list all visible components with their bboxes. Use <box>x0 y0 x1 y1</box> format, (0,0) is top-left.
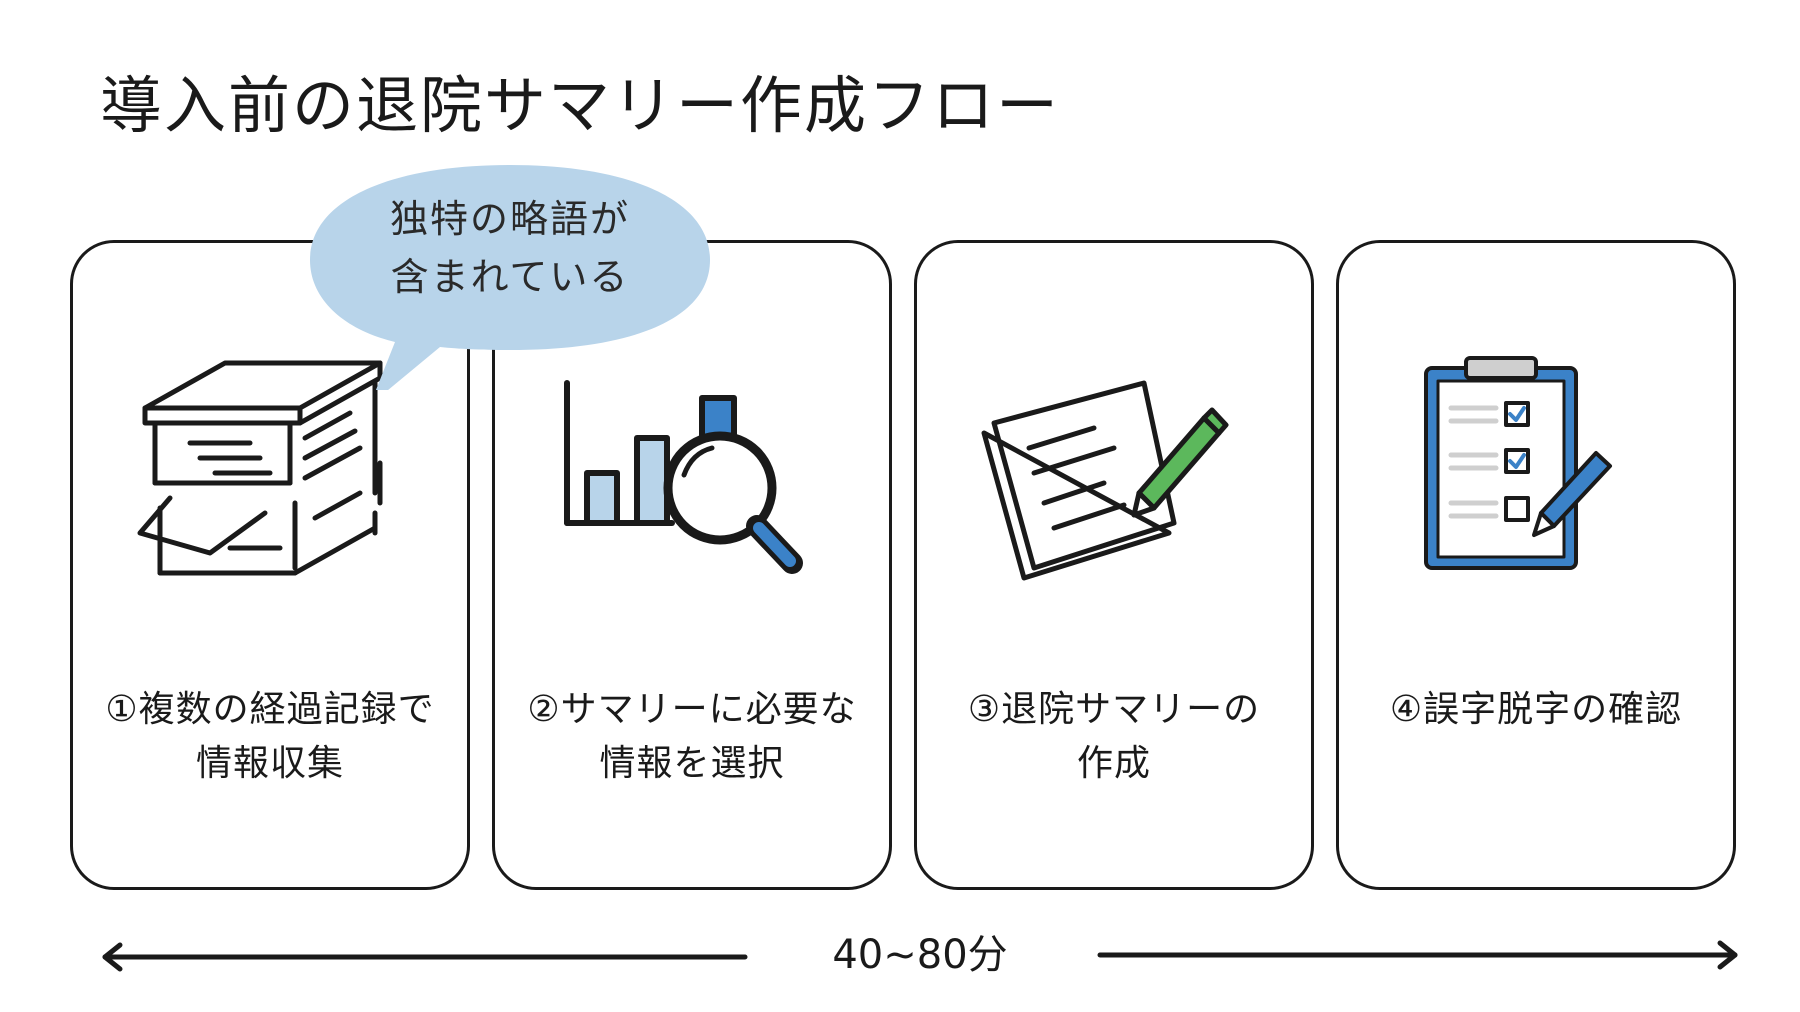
callout-text: 独特の略語が 含まれている <box>389 197 630 299</box>
document-stack-icon <box>137 360 383 576</box>
step-card-3: ③退院サマリーの 作成 <box>914 240 1314 890</box>
step-label-3: ③退院サマリーの 作成 <box>967 689 1261 784</box>
step-label-4: ④誤字脱字の確認 <box>1389 689 1683 730</box>
step-label-2: ②サマリーに必要な 情報を選択 <box>527 689 857 784</box>
chart-magnifier-icon <box>564 380 803 574</box>
page-title: 導入前の退院サマリー作成フロー <box>100 69 1061 142</box>
step-card-2: ②サマリーに必要な 情報を選択 <box>492 240 892 890</box>
duration-label: 40~80分 <box>832 932 1008 978</box>
step-card-4: ④誤字脱字の確認 <box>1336 240 1736 890</box>
step-card-1: ①複数の経過記録で 情報収集 <box>70 240 470 890</box>
duration-arrow <box>102 940 1738 972</box>
document-pencil-icon <box>981 380 1229 581</box>
step-label-1: ①複数の経過記録で 情報収集 <box>105 689 435 784</box>
clipboard-checklist-icon <box>1424 356 1612 570</box>
